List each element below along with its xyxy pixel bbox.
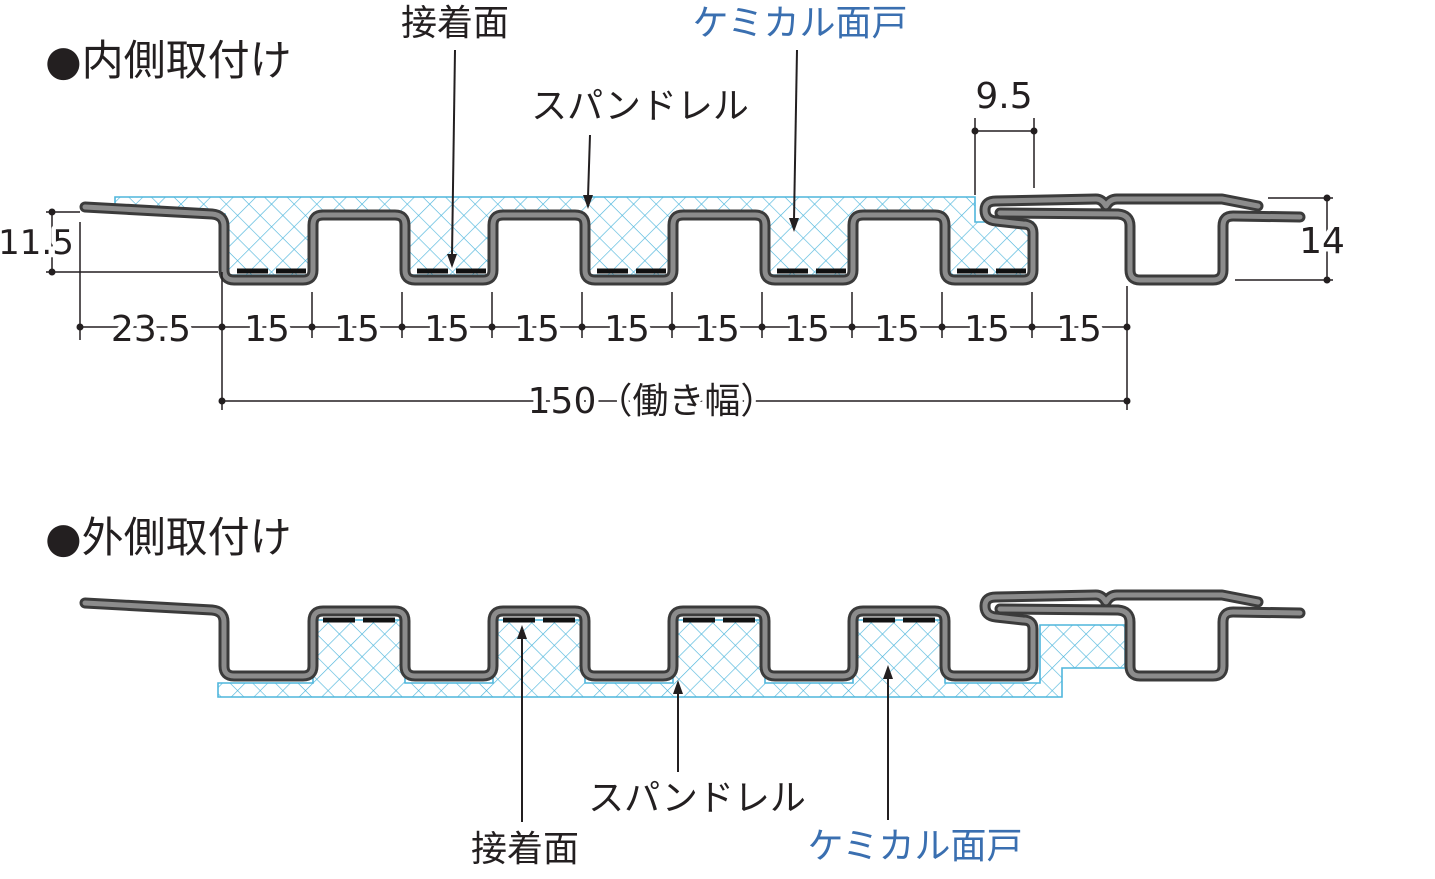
- pitch-value: 15: [334, 309, 380, 350]
- working-width-dimension: 150（働き幅）: [218, 377, 1131, 427]
- arrow-up-icon: [517, 625, 527, 639]
- pitch-value: 15: [604, 309, 650, 350]
- pitch-value: 15: [424, 309, 470, 350]
- outside-chemical-leader: ケミカル面戸: [808, 665, 1023, 867]
- outside-mounting-title: ●外側取付け: [45, 513, 292, 562]
- inside-spandrel-label: スパンドレル: [531, 86, 749, 127]
- pitch-value: 15: [244, 309, 290, 350]
- pitch-dimension-row: 23.5 15 15 15 15 15 15 15 15 15 15: [76, 222, 1131, 410]
- pitch-value: 15: [514, 309, 560, 350]
- pitch-value: 15: [964, 309, 1010, 350]
- outside-spandrel-leader: スパンドレル: [588, 680, 806, 819]
- inside-chemical-label: ケミカル面戸: [693, 3, 908, 44]
- inside-spandrel-leader: スパンドレル: [531, 86, 749, 209]
- inside-mounting-section: ●内側取付け 接着面 ケミカル面戸 スパンドレル: [0, 3, 1349, 427]
- pitch-dimension-dots: [76, 323, 1131, 331]
- working-width-value: 150（働き幅）: [528, 381, 777, 422]
- lap-width-value: 9.5: [975, 76, 1032, 117]
- outside-adhesive-leader: 接着面: [471, 625, 579, 870]
- lap-width-dimension: 9.5: [971, 72, 1038, 195]
- arrow-up-icon: [883, 665, 893, 679]
- left-height-dimension: 11.5: [0, 208, 218, 276]
- outside-adhesive-label: 接着面: [471, 829, 579, 870]
- inside-adhesive-label: 接着面: [401, 3, 509, 44]
- arrow-down-icon: [447, 254, 457, 268]
- left-height-value: 11.5: [0, 223, 74, 263]
- outside-spandrel-label: スパンドレル: [588, 778, 806, 819]
- arrow-up-icon: [673, 680, 683, 694]
- pitch-value: 15: [874, 309, 920, 350]
- inside-chemical-filler: [114, 196, 1034, 276]
- outside-chemical-label: ケミカル面戸: [808, 826, 1023, 867]
- right-height-dimension: 14: [1235, 194, 1349, 284]
- outside-mounting-section: ●外側取付け スパンドレル 接着面 ケミカル面戸: [45, 513, 1300, 870]
- pitch-value: 15: [784, 309, 830, 350]
- arrow-down-icon: [583, 195, 593, 209]
- pitch-value: 15: [1056, 309, 1102, 350]
- arrow-down-icon: [789, 218, 799, 232]
- right-height-value: 14: [1299, 221, 1345, 262]
- inside-chemical-leader: ケミカル面戸: [693, 3, 908, 232]
- pitch-value: 15: [694, 309, 740, 350]
- inside-mounting-title: ●内側取付け: [45, 36, 292, 85]
- inside-adhesive-leader: 接着面: [401, 3, 509, 268]
- edge-offset-value: 23.5: [111, 309, 191, 350]
